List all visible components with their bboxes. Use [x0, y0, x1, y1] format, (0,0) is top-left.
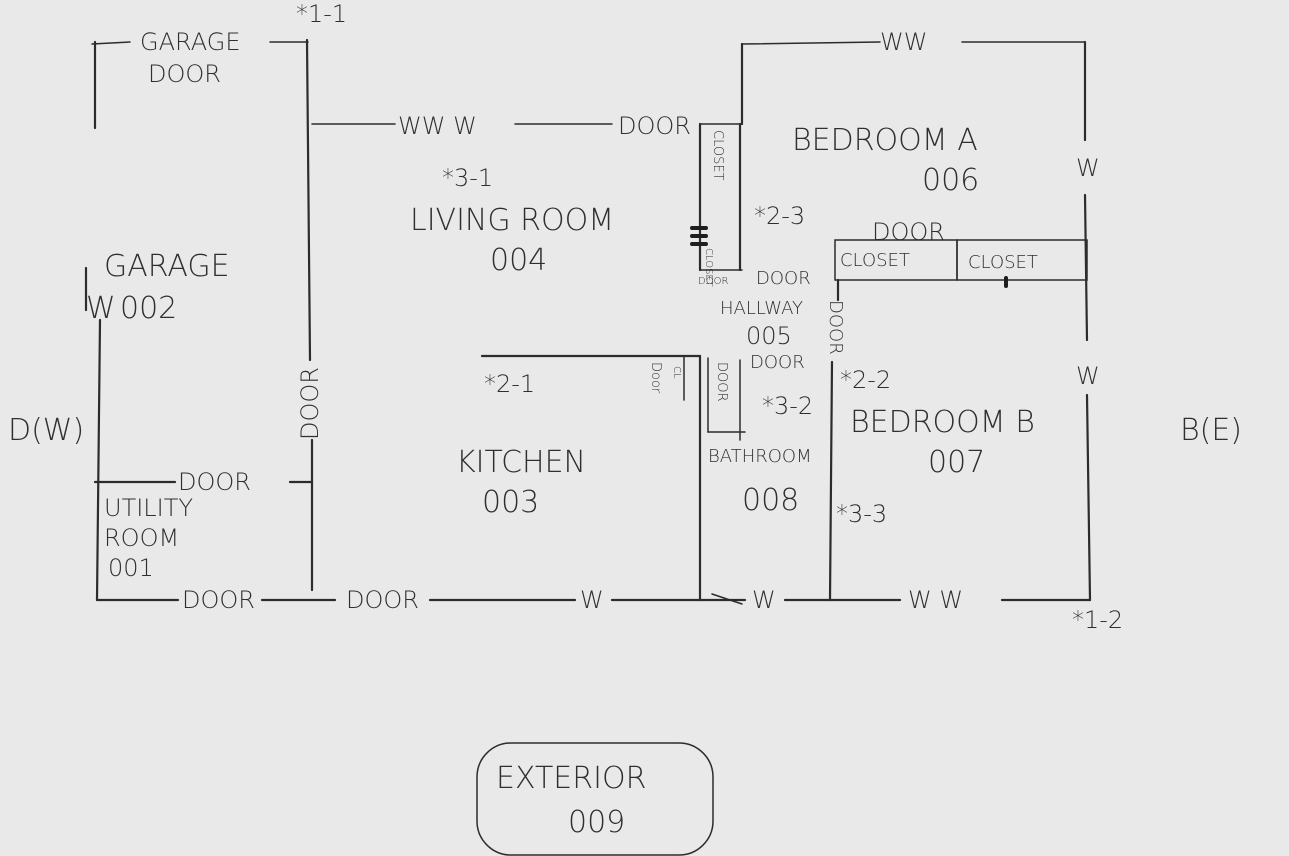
marker-1-1: *1-1 — [296, 0, 347, 28]
utility-name-1: UTILITY — [104, 494, 193, 522]
utility-door-label: DOOR — [178, 468, 251, 496]
exterior-bubble — [476, 742, 714, 856]
hall-door-2: DOOR — [750, 352, 805, 373]
bedroom-a-top-windows: WW — [880, 28, 927, 56]
garage-top-wall-left — [91, 41, 131, 45]
kitchen-door-label: Door — [648, 362, 663, 394]
garage-number: 002 — [120, 291, 177, 326]
bedroom-a-number: 006 — [922, 163, 979, 198]
hallway-number: 005 — [746, 322, 792, 350]
bottom-window-1: W — [580, 586, 604, 614]
bathroom-name: BATHROOM — [708, 446, 812, 467]
bottom-door-1: DOOR — [182, 586, 255, 614]
garage-left-wall-lower — [95, 318, 102, 602]
living-name: LIVING ROOM — [410, 203, 614, 238]
bedroom-a-top-wall-left — [741, 41, 881, 45]
utility-name-2: ROOM — [104, 524, 179, 552]
garage-side-door-label: DOOR — [296, 367, 324, 440]
marker-2-1: *2-1 — [484, 370, 535, 398]
small-closet-label: CLOSET — [703, 248, 714, 287]
hall-door-vertical: DOOR — [825, 300, 846, 355]
marker-2-3: *2-3 — [754, 202, 805, 230]
bottom-door-2: DOOR — [346, 586, 419, 614]
east-wall-3 — [1085, 393, 1092, 602]
hallway-name: HALLWAY — [720, 298, 803, 319]
marker-2-2: *2-2 — [840, 366, 891, 394]
garage-right-wall-upper — [305, 38, 312, 362]
garage-door-label-1: GARAGE — [140, 28, 240, 56]
bedroom-a-closet-door: DOOR — [872, 218, 945, 246]
bedroom-b-number: 007 — [928, 445, 985, 480]
west-side-label: D(W) — [8, 413, 84, 448]
bedroom-b-left-wall — [828, 360, 834, 602]
utility-number: 001 — [108, 554, 154, 582]
bath-door-vertical: DOOR — [714, 362, 729, 402]
marker-3-1: *3-1 — [442, 164, 493, 192]
living-top-door: DOOR — [618, 112, 691, 140]
east-window-upper: W — [1076, 154, 1100, 182]
east-window-lower: W — [1076, 362, 1100, 390]
east-wall-2 — [1083, 193, 1089, 342]
bottom-windows-3: W W — [908, 586, 963, 614]
marker-1-2: *1-2 — [1072, 606, 1123, 634]
kitchen-name: KITCHEN — [456, 445, 586, 480]
bedroom-b-name: BEDROOM B — [850, 405, 1035, 440]
bath-window-mark — [711, 593, 743, 605]
bottom-window-2: W — [752, 586, 776, 614]
garage-window-label: W — [86, 291, 116, 326]
kitchen-number: 003 — [482, 485, 539, 520]
bedroom-a-name: BEDROOM A — [792, 123, 978, 158]
exterior-name: EXTERIOR — [496, 761, 646, 796]
closet-vertical-label: CLOSET — [710, 130, 725, 181]
garage-door-label-2: DOOR — [148, 60, 221, 88]
living-top-windows: WW W — [398, 112, 477, 140]
closet-left-label: CLOSET — [840, 250, 910, 271]
hall-door-1: DOOR — [756, 268, 811, 289]
marker-3-3: *3-3 — [836, 500, 887, 528]
exterior-number: 009 — [568, 805, 625, 840]
bath-closet-label: CL — [671, 366, 682, 379]
small-closet-door: DOOR — [698, 276, 728, 287]
marker-3-2: *3-2 — [762, 392, 813, 420]
closet-right-label: CLOSET — [968, 252, 1038, 273]
east-side-label: B(E) — [1180, 413, 1242, 448]
living-number: 004 — [490, 243, 547, 278]
closet-right-box — [956, 239, 1088, 281]
garage-name: GARAGE — [104, 249, 230, 284]
bathroom-number: 008 — [742, 483, 799, 518]
